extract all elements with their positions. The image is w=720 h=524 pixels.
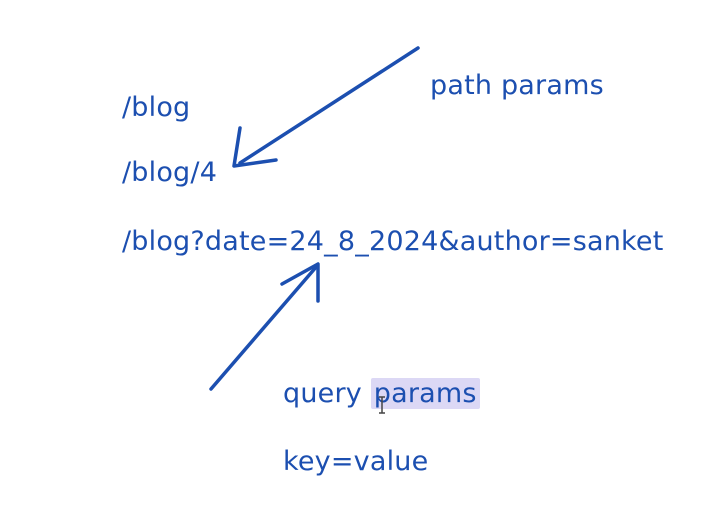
- path-params-label: path params: [430, 70, 604, 101]
- route-blog-query: /blog?date=24_8_2024&author=sanket: [122, 226, 664, 257]
- text-cursor-icon: [379, 396, 385, 414]
- query-word: query: [283, 378, 362, 409]
- path-params-arrow: [232, 46, 420, 168]
- query-params-label: query params: [283, 378, 480, 409]
- query-params-arrow: [209, 262, 320, 391]
- key-value-label: key=value: [283, 446, 429, 477]
- route-blog-path-param: /blog/4: [122, 157, 218, 188]
- params-selection-highlight: params: [370, 378, 480, 409]
- route-blog: /blog: [122, 92, 191, 123]
